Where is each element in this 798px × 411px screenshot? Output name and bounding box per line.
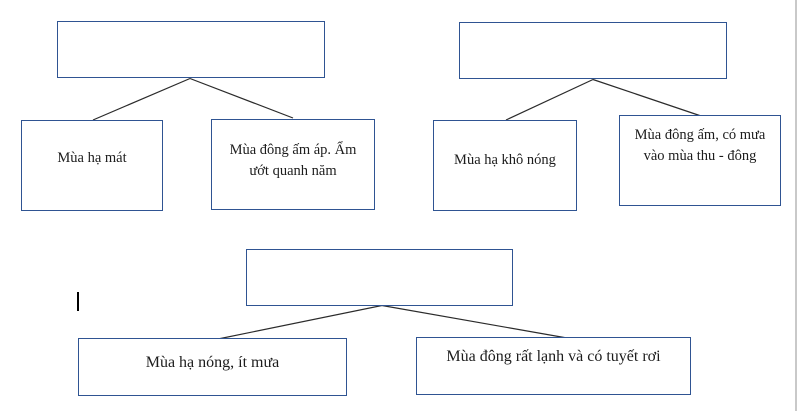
child-box-winter-very-cold-snow[interactable]: Mùa đông rất lạnh và có tuyết rơi bbox=[416, 337, 691, 395]
connector-line bbox=[217, 304, 383, 340]
child-box-label: Mùa đông ấm áp. Ẩm ướt quanh năm bbox=[229, 142, 357, 179]
child-box-label: Mùa hạ khô nóng bbox=[454, 152, 556, 168]
child-box-summer-dry-hot[interactable]: Mùa hạ khô nóng bbox=[433, 120, 577, 211]
connector-line bbox=[92, 77, 191, 121]
answer-box-group-3[interactable] bbox=[246, 249, 513, 306]
page-edge bbox=[795, 0, 797, 411]
child-box-label: Mùa đông rất lạnh và có tuyết rơi bbox=[446, 348, 661, 365]
child-box-label: Mùa hạ mát bbox=[57, 150, 127, 166]
connector-line bbox=[189, 77, 294, 119]
connector-line bbox=[592, 78, 705, 118]
child-box-winter-mild-rain[interactable]: Mùa đông ấm, có mưa vào mùa thu - đông bbox=[619, 115, 781, 206]
text-cursor bbox=[77, 292, 79, 311]
child-box-label: Mùa đông ấm, có mưa vào mùa thu - đông bbox=[634, 127, 766, 164]
connector-line bbox=[381, 304, 568, 339]
child-box-summer-hot-little-rain[interactable]: Mùa hạ nóng, ít mưa bbox=[78, 338, 347, 396]
answer-box-group-1[interactable] bbox=[57, 21, 325, 78]
child-box-winter-warm-humid[interactable]: Mùa đông ấm áp. Ẩm ướt quanh năm bbox=[211, 119, 375, 210]
answer-box-group-2[interactable] bbox=[459, 22, 727, 79]
connector-line bbox=[505, 78, 594, 121]
child-box-label: Mùa hạ nóng, ít mưa bbox=[145, 354, 280, 371]
child-box-summer-cool[interactable]: Mùa hạ mát bbox=[21, 120, 163, 211]
